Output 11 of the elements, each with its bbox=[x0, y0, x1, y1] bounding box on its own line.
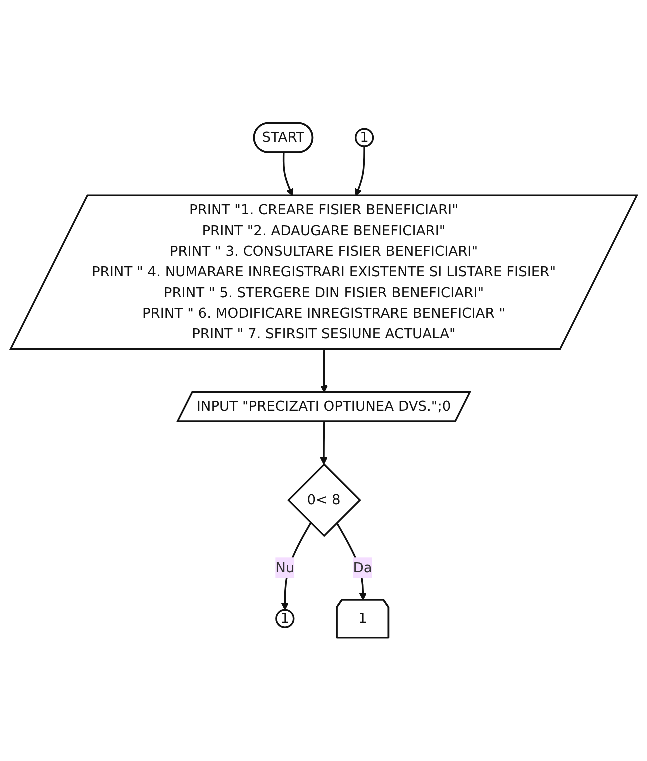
arrow bbox=[280, 522, 312, 610]
arrow bbox=[320, 350, 328, 393]
edge-label: Da bbox=[352, 559, 372, 576]
arrow bbox=[282, 152, 294, 196]
node-circle: 1 bbox=[354, 128, 374, 148]
arrow bbox=[354, 146, 365, 196]
arrow bbox=[320, 422, 328, 465]
node-diamond: 0< 8 bbox=[287, 463, 361, 538]
arrow bbox=[336, 522, 366, 601]
edge-label: Nu bbox=[275, 559, 294, 576]
node-circle: 1 bbox=[275, 609, 294, 628]
